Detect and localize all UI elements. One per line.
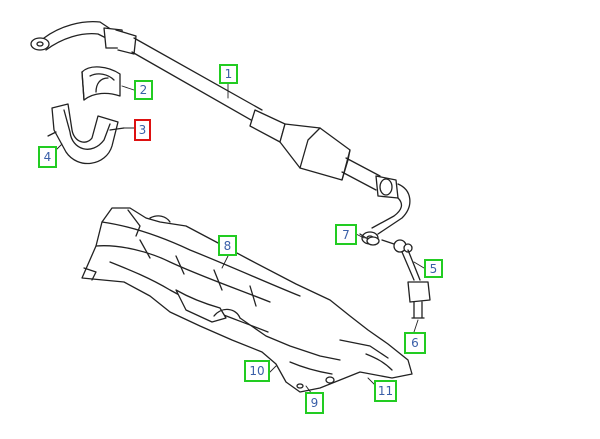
callout-6[interactable]: 6 [404,332,426,354]
callout-1[interactable]: 1 [219,64,238,84]
callout-7-label: 7 [342,227,350,242]
callout-3[interactable]: 3 [134,119,151,141]
callout-8-label: 8 [223,238,232,253]
callout-3-label: 3 [138,123,147,137]
bracket-clamp [47,103,125,165]
callout-9-label: 9 [310,396,319,410]
bushing [81,66,121,101]
callout-10[interactable]: 10 [244,360,270,382]
subframe-shield [81,207,413,393]
callout-11[interactable]: 11 [374,380,397,402]
callout-1-label: 1 [224,67,233,81]
callout-2[interactable]: 2 [134,80,153,100]
callout-11-label: 11 [377,384,394,398]
callout-7[interactable]: 7 [335,224,357,245]
callout-9[interactable]: 9 [305,392,324,414]
callout-10-label: 10 [249,364,265,378]
stabilizer-bar [30,20,411,245]
callout-5-label: 5 [429,261,438,276]
callout-4[interactable]: 4 [38,146,57,168]
stabilizer-link [359,233,431,319]
callout-8[interactable]: 8 [218,235,237,256]
callout-4-label: 4 [43,150,52,164]
callout-6-label: 6 [411,336,419,350]
callout-5[interactable]: 5 [424,259,443,278]
callout-2-label: 2 [139,83,148,97]
